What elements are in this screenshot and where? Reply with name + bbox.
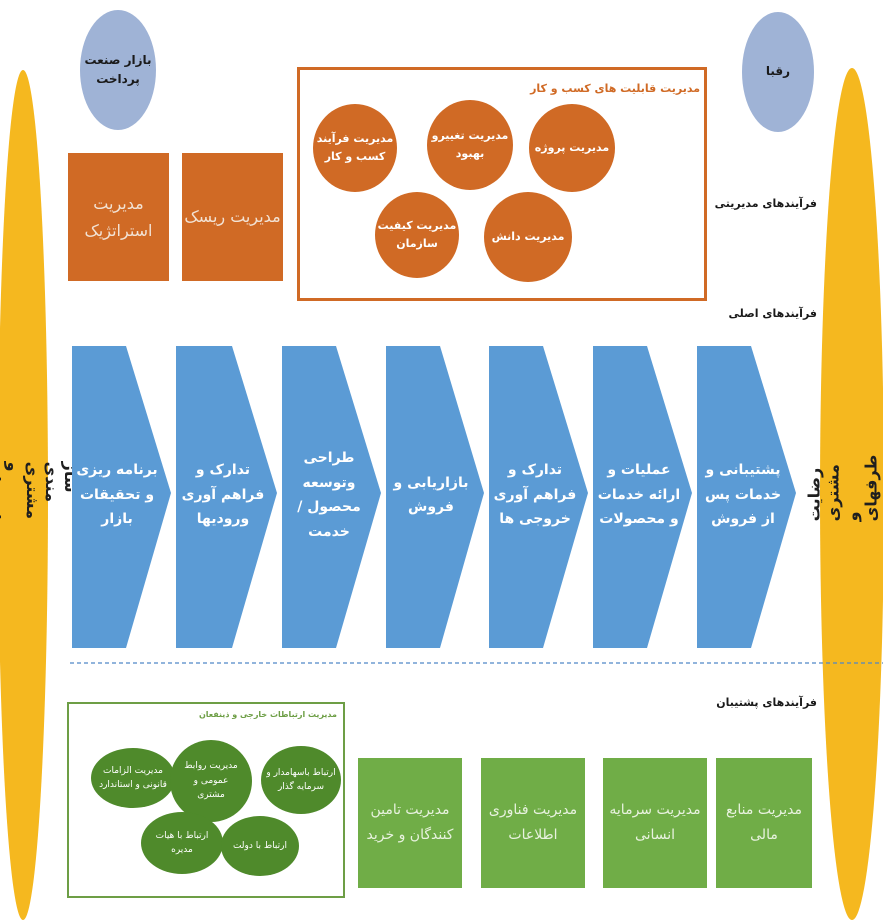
finance-management-box: مدیریت منابع مالی	[716, 758, 812, 888]
legal-requirements-circle: مدیریت الزامات قانونی و استاندارد	[91, 748, 175, 808]
shareholder-relations-label: ارتباط باسهامدار و سرمایه گذار	[266, 767, 336, 792]
change-management-circle: مدیریت تغییرو بهبود	[427, 100, 513, 190]
chevron-inbound	[176, 346, 277, 648]
step-inbound: تدارک و فراهم آوری ورودیها	[181, 462, 265, 528]
supply-management-label: مدیریت تامین کنندگان و خرید	[366, 801, 454, 843]
pr-management-label: مدیریت روابط عمومی و مشتری	[184, 761, 238, 801]
government-relations-circle: ارتباط با دولت	[221, 816, 299, 876]
core-section-label: فرآیندهای اصلی	[728, 307, 817, 320]
step-planning: برنامه ریزی و تحقیقات بازار	[76, 462, 158, 528]
step-after-sales: پشتیبانی و خدمات پس از فروش	[704, 462, 782, 528]
capabilities-title: مدیریت قابلیت های کسب و کار	[530, 82, 700, 95]
it-management-box: مدیریت فناوری اطلاعات	[481, 758, 585, 888]
market-circle-label: بازار صنعت پرداخت	[84, 52, 152, 86]
risk-management-label: مدیریت ریسک	[184, 207, 281, 227]
step-design: طراحی وتوسعه محصول /خدمت	[297, 450, 361, 540]
competitors-circle-label: رقبا	[765, 64, 791, 79]
strategic-management-label: مدیریت استراتژیک	[84, 193, 153, 240]
change-management-label: مدیریت تغییرو بهبود	[431, 129, 509, 160]
risk-management-box: مدیریت ریسک	[182, 153, 283, 281]
support-section-label: فرآیندهای پشتیبان	[716, 696, 817, 709]
finance-management-label: مدیریت منابع مالی	[726, 801, 802, 843]
project-management-circle: مدیریت پروژه	[529, 104, 615, 192]
board-relations-label: ارتباط با هیات مدیره	[155, 830, 209, 855]
capabilities-frame: مدیریت قابلیت های کسب و کار	[297, 67, 707, 301]
chevron-planning	[72, 346, 171, 648]
hr-management-box: مدیریت سرمایه انسانی	[603, 758, 707, 888]
chevron-operations	[593, 346, 692, 648]
process-management-circle: مدیریت فرآیند کسب و کار	[313, 104, 397, 192]
knowledge-management-label: مدیریت دانش	[491, 230, 565, 244]
government-relations-label: ارتباط با دولت	[232, 840, 288, 851]
shareholder-relations-circle: ارتباط باسهامدار و سرمایه گذار	[261, 746, 341, 814]
quality-management-label: مدیریت کیفیت سازمان	[377, 219, 457, 250]
knowledge-management-circle: مدیریت دانش	[484, 192, 572, 282]
chevron-outbound	[489, 346, 588, 648]
competitors-circle: رقبا	[742, 12, 814, 132]
legal-requirements-label: مدیریت الزامات قانونی و استاندارد	[99, 765, 167, 790]
process-management-label: مدیریت فرآیند کسب و کار	[316, 132, 394, 163]
strategic-management-box: مدیریت استراتژیک	[68, 153, 169, 281]
board-relations-circle: ارتباط با هیات مدیره	[141, 812, 223, 874]
external-relations-title: مدیریت ارتباطات خارجی و ذینفعان	[198, 710, 337, 719]
chevron-design	[282, 346, 381, 648]
hr-management-label: مدیریت سرمایه انسانی	[609, 801, 701, 843]
step-outbound: تدارک و فراهم آوری خروجی ها	[493, 462, 577, 528]
supply-management-box: مدیریت تامین کنندگان و خرید	[358, 758, 462, 888]
management-section-label: فرآیندهای مدیریتی	[714, 197, 817, 210]
chevron-after-sales	[697, 346, 796, 648]
pr-management-circle: مدیریت روابط عمومی و مشتری	[170, 740, 252, 822]
market-circle: بازار صنعت پرداخت	[80, 10, 156, 130]
left-stakeholder-ellipse: ساز مندی مشتری و طرفهای ذینفع	[0, 70, 80, 920]
it-management-label: مدیریت فناوری اطلاعات	[488, 801, 578, 843]
external-relations-frame: مدیریت ارتباطات خارجی و ذینفعان	[67, 702, 345, 898]
step-marketing: بازاریابی و فروش	[393, 474, 469, 516]
right-stakeholder-ellipse: رضایت مشتری و طرفهای ذینفع	[805, 68, 883, 920]
chevron-marketing	[386, 346, 484, 648]
quality-management-circle: مدیریت کیفیت سازمان	[375, 192, 459, 278]
project-management-label: مدیریت پروژه	[534, 141, 610, 155]
step-operations: عملیات و ارائه خدمات و محصولات	[597, 462, 681, 528]
